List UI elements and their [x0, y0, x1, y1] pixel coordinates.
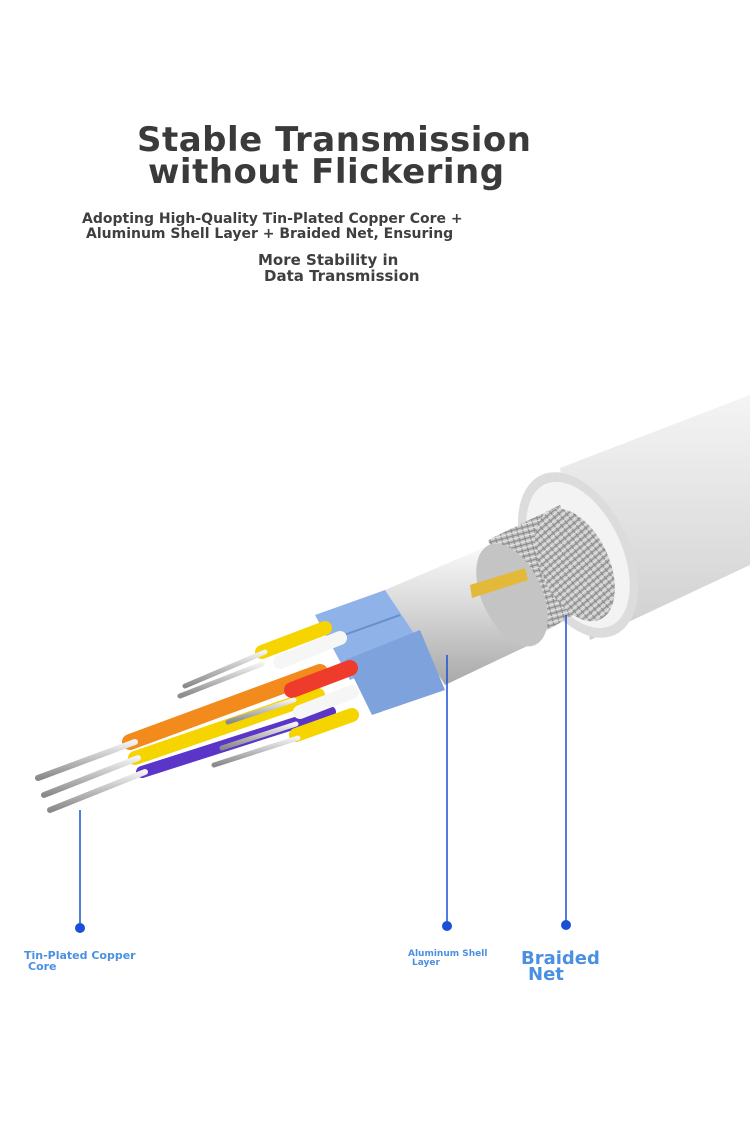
- headline-line-1: Stable Transmission: [137, 120, 532, 160]
- description-emphasis: More Stability in Data Transmission: [258, 252, 420, 284]
- callout-aluminum-dot: [442, 921, 452, 931]
- inner-wires: [122, 621, 359, 778]
- description-line-2: Aluminum Shell Layer + Braided Net, Ensu…: [86, 226, 454, 242]
- headline-line-2: without Flickering: [148, 152, 505, 192]
- label-aluminum-shell-layer: Aluminum Shell Layer: [408, 950, 487, 968]
- description: Adopting High-Quality Tin-Plated Copper …: [82, 212, 463, 242]
- callout-aluminum: [442, 655, 452, 931]
- tin-plated-copper-core: [35, 649, 301, 813]
- label-braided-line-2: Net: [528, 964, 564, 985]
- label-core-line-1: Tin-Plated Copper: [24, 949, 136, 962]
- description-line-3: More Stability in: [258, 251, 399, 269]
- label-aluminum-line-1: Aluminum Shell: [408, 949, 488, 959]
- callout-core-dot: [75, 923, 85, 933]
- description-line-1: Adopting High-Quality Tin-Plated Copper …: [82, 211, 463, 227]
- label-core-line-2: Core: [28, 960, 57, 973]
- label-braided-net: Braided Net: [521, 948, 600, 985]
- description-line-4: Data Transmission: [264, 267, 420, 285]
- callout-core: [75, 810, 85, 933]
- label-braided-line-1: Braided: [521, 948, 600, 969]
- label-aluminum-line-2: Layer: [412, 958, 440, 968]
- aluminum-shell: [385, 543, 548, 685]
- label-tin-plated-copper-core: Tin-Plated Copper Core: [24, 950, 136, 972]
- callout-braided: [561, 615, 571, 930]
- callout-braided-dot: [561, 920, 571, 930]
